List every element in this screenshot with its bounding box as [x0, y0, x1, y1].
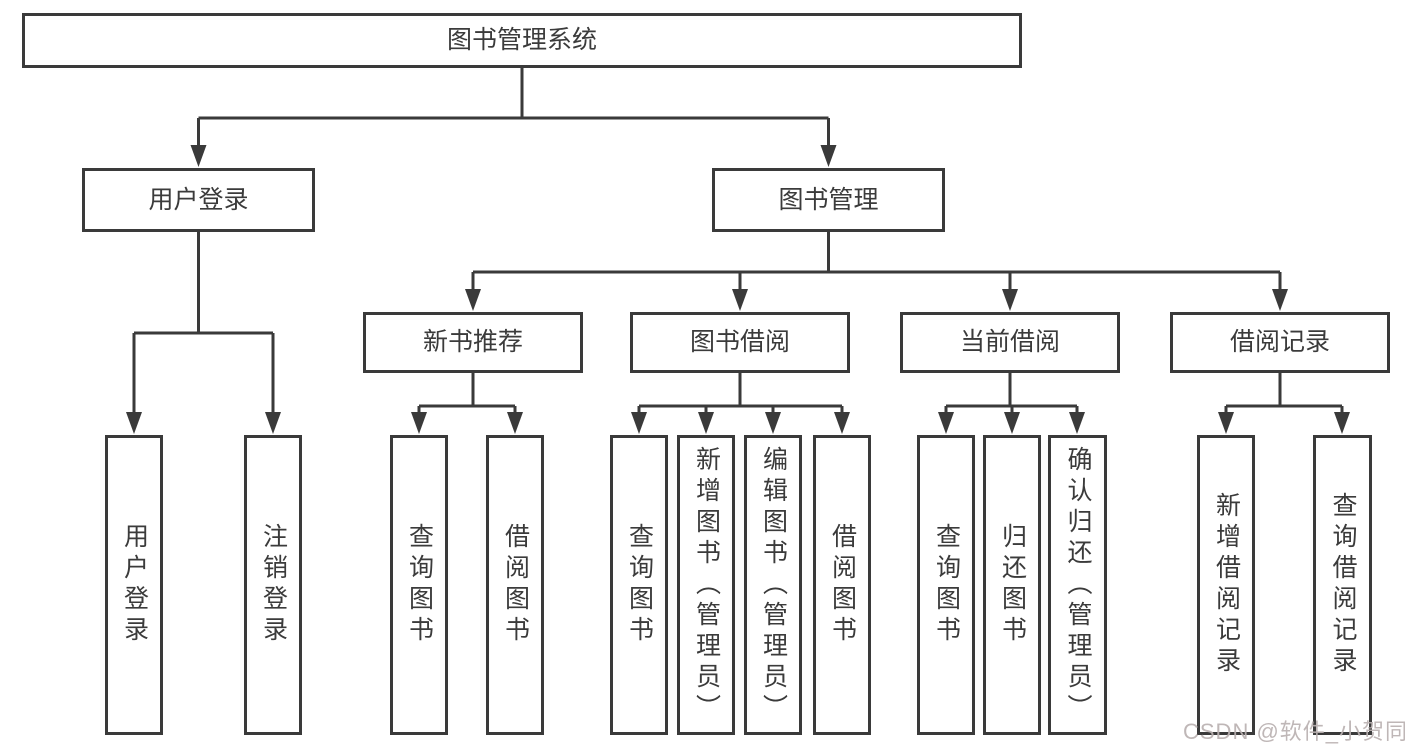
node-leaf-br-add-record: 新增借阅记录	[1197, 435, 1255, 735]
connector-book-borrow-children	[637, 373, 844, 415]
node-leaf-nb-borrow-books-label: 借阅图书	[501, 523, 530, 647]
node-new-book-recommend: 新书推荐	[363, 312, 583, 373]
node-leaf-cb-return-books: 归还图书	[983, 435, 1041, 735]
node-leaf-user-login: 用户登录	[105, 435, 163, 735]
connector-user-login-children	[132, 232, 275, 415]
node-leaf-bb-borrow-books: 借阅图书	[813, 435, 871, 735]
node-leaf-cb-confirm-return-admin: 确认归还（管理员）	[1048, 435, 1107, 735]
node-current-borrow-label: 当前借阅	[959, 328, 1060, 356]
arrowheads-level2	[190, 145, 837, 167]
node-leaf-nb-query-books: 查询图书	[390, 435, 448, 735]
arrowheads-borrow-record-children	[1218, 412, 1350, 434]
node-root-label: 图书管理系统	[446, 26, 597, 54]
connector-book-mgmt-to-level3	[471, 232, 1282, 293]
node-leaf-bb-edit-books-admin: 编辑图书（管理员）	[744, 435, 802, 735]
node-leaf-br-query-record: 查询借阅记录	[1313, 435, 1372, 735]
node-leaf-bb-edit-books-admin-label: 编辑图书（管理员）	[759, 445, 788, 725]
csdn-watermark: CSDN @软件_小贺同学	[1183, 719, 1405, 744]
arrowheads-new-book-children	[411, 412, 523, 434]
node-leaf-cb-query-books-label: 查询图书	[932, 523, 961, 647]
node-leaf-bb-add-books-admin: 新增图书（管理员）	[677, 435, 735, 735]
arrowheads-current-borrow-children	[938, 412, 1085, 434]
connector-current-borrow-children	[944, 373, 1079, 415]
node-leaf-bb-query-books: 查询图书	[610, 435, 668, 735]
node-leaf-nb-query-books-label: 查询图书	[405, 523, 434, 647]
node-borrow-record: 借阅记录	[1170, 312, 1390, 373]
node-leaf-bb-add-books-admin-label: 新增图书（管理员）	[692, 445, 721, 725]
node-leaf-bb-borrow-books-label: 借阅图书	[828, 523, 857, 647]
node-leaf-cb-return-books-label: 归还图书	[998, 523, 1027, 647]
node-leaf-bb-query-books-label: 查询图书	[625, 523, 654, 647]
arrowheads-user-login-children	[126, 412, 281, 434]
node-borrow-record-label: 借阅记录	[1229, 328, 1330, 356]
node-book-management-branch: 图书管理	[712, 168, 945, 232]
node-leaf-logout-label: 注销登录	[259, 523, 288, 647]
node-leaf-br-query-record-label: 查询借阅记录	[1329, 492, 1357, 678]
node-leaf-nb-borrow-books: 借阅图书	[486, 435, 544, 735]
connector-root-to-level2	[197, 68, 830, 150]
node-book-management-branch-label: 图书管理	[778, 185, 879, 214]
node-user-login-branch-label: 用户登录	[148, 185, 249, 214]
arrowheads-level3	[465, 289, 1288, 311]
node-root-library-system: 图书管理系统	[22, 13, 1022, 68]
node-user-login-branch: 用户登录	[82, 168, 315, 232]
connector-new-book-children	[417, 373, 517, 415]
node-leaf-cb-query-books: 查询图书	[917, 435, 975, 735]
connector-borrow-record-children	[1224, 373, 1344, 415]
arrowheads-book-borrow-children	[631, 412, 850, 434]
node-new-book-recommend-label: 新书推荐	[422, 328, 523, 356]
node-current-borrow: 当前借阅	[900, 312, 1120, 373]
node-leaf-logout: 注销登录	[244, 435, 302, 735]
node-leaf-br-add-record-label: 新增借阅记录	[1212, 492, 1241, 678]
node-book-borrow-label: 图书借阅	[689, 328, 790, 356]
node-book-borrow: 图书借阅	[630, 312, 850, 373]
node-leaf-user-login-label: 用户登录	[120, 523, 149, 647]
node-leaf-cb-confirm-return-admin-label: 确认归还（管理员）	[1064, 445, 1092, 725]
